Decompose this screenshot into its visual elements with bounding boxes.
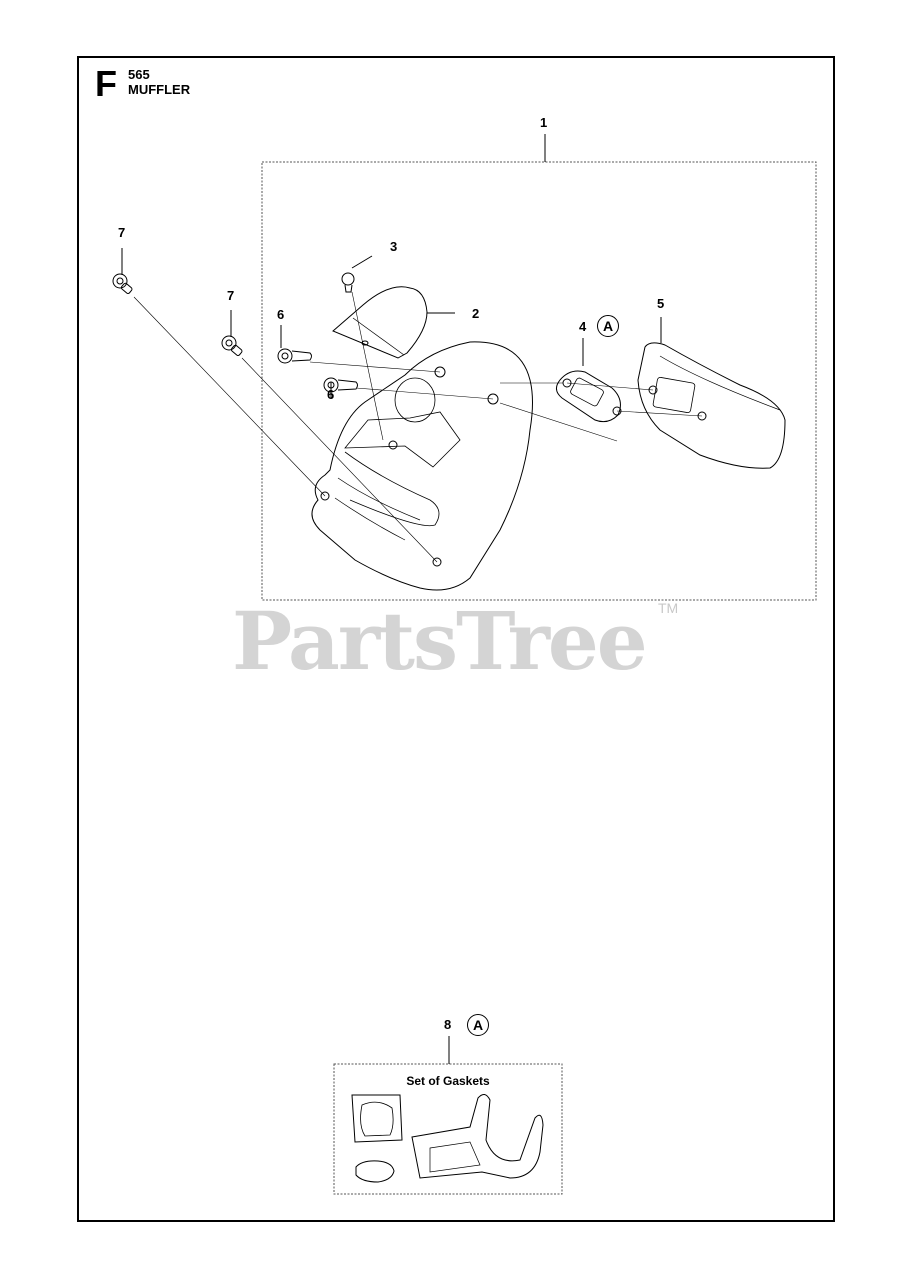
bolt-7-b [221, 335, 243, 356]
callout-6-lower[interactable]: 6 [327, 387, 335, 402]
callout-7-right[interactable]: 7 [227, 288, 235, 303]
assembly-1-box [261, 161, 817, 601]
gasket-kit-title: Set of Gaskets [406, 1074, 490, 1088]
bolt-6-b [323, 377, 358, 393]
callout-6-upper[interactable]: 6 [277, 307, 285, 322]
kit-reference-a-8: A [467, 1014, 489, 1036]
bolt-6-a [277, 348, 312, 364]
diagram-frame [77, 56, 835, 1222]
kit-reference-a-4: A [597, 315, 619, 337]
callout-5[interactable]: 5 [657, 296, 665, 311]
watermark-trademark: TM [658, 600, 679, 616]
muffler-gasket [355, 1160, 395, 1183]
gasket-kit-box [333, 1063, 563, 1195]
callout-3[interactable]: 3 [390, 239, 398, 254]
exhaust-shield-5 [637, 342, 786, 469]
section-number: 565 [128, 67, 150, 82]
callout-4[interactable]: 4 [579, 319, 587, 334]
heat-shield-2 [332, 286, 428, 359]
watermark-logo: PartsTree [232, 594, 648, 688]
callout-2[interactable]: 2 [472, 306, 480, 321]
crankcase-gasket [411, 1094, 544, 1179]
callout-8[interactable]: 8 [444, 1017, 452, 1032]
muffler-body [311, 341, 533, 591]
gasket-4 [556, 370, 621, 423]
bolt-7-a [112, 273, 133, 294]
callout-7-left[interactable]: 7 [118, 225, 126, 240]
callout-1[interactable]: 1 [540, 115, 548, 130]
cylinder-gasket [351, 1094, 403, 1143]
section-letter: F [95, 63, 117, 104]
section-title: MUFFLER [128, 82, 191, 97]
